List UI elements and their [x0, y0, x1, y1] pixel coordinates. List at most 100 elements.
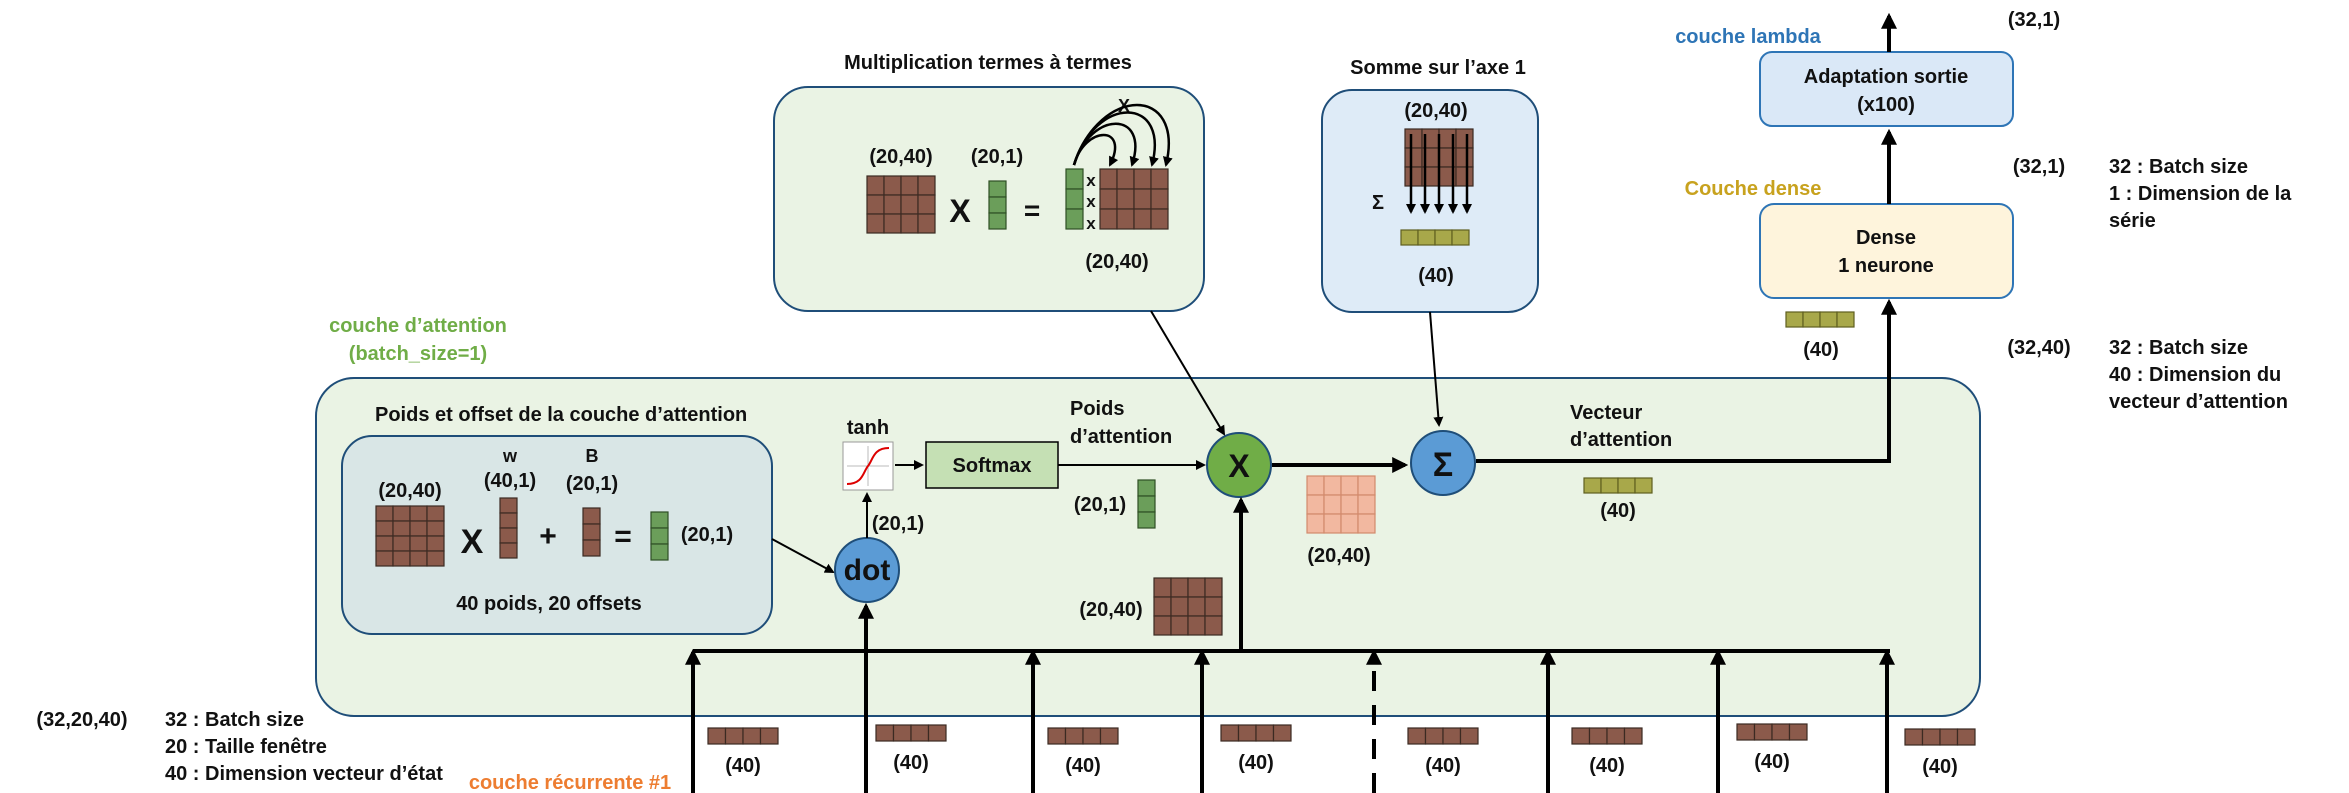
grid-cell — [900, 213, 919, 234]
weights-plus: + — [539, 520, 557, 553]
poids-shape: (20,1) — [1074, 494, 1126, 516]
grid-cell — [1187, 615, 1206, 636]
grid-cell — [1634, 477, 1653, 494]
grid-cell — [1306, 513, 1325, 534]
mult-broadcast-arrows — [1072, 103, 1173, 167]
grid-cell — [1047, 727, 1067, 745]
grid-cell — [1306, 475, 1325, 496]
grid-cell — [988, 180, 1007, 198]
sum-node-label: Σ — [1433, 446, 1453, 484]
mult-shape-b: (20,1) — [971, 146, 1023, 168]
grid-cell — [426, 550, 445, 567]
grid-cell — [1939, 728, 1959, 746]
grid-cell — [1137, 511, 1156, 529]
grid-cell — [724, 727, 744, 745]
grid-cell — [1459, 727, 1479, 745]
grid-cell — [1442, 727, 1462, 745]
grid-cell — [1407, 727, 1427, 745]
recurrent-note-2: 20 : Taille fenêtre — [165, 736, 327, 758]
grid-cell — [1133, 208, 1152, 230]
recurrent-layer-label: couche récurrente #1 — [469, 772, 671, 793]
grid-cell — [1583, 477, 1602, 494]
grid-cell — [1451, 229, 1470, 246]
b-label: B — [586, 446, 599, 466]
grid-cell — [866, 175, 885, 196]
recurrent-step — [875, 724, 947, 742]
sum-panel-title: Somme sur l’axe 1 — [1350, 57, 1526, 79]
grid-cell — [1836, 311, 1855, 328]
grid-cell — [1187, 596, 1206, 617]
recurrent-step — [1220, 724, 1292, 742]
grid-cell — [900, 194, 919, 215]
dense-note-3: série — [2109, 210, 2156, 232]
lambda-box-line1: Adaptation sortie — [1804, 66, 1968, 88]
lambda-box — [1759, 51, 2014, 127]
attention-layer-batch: (batch_size=1) — [349, 343, 487, 365]
w-label: w — [502, 446, 518, 466]
grid-cell — [1153, 577, 1172, 598]
dot-label: dot — [844, 554, 891, 587]
grid-cell — [883, 194, 902, 215]
b-vector — [582, 507, 601, 557]
grid-cell — [650, 511, 669, 529]
grid-cell — [1571, 727, 1591, 745]
grid-cell — [927, 724, 947, 742]
grid-cell — [883, 213, 902, 234]
w-shape: (40,1) — [484, 470, 536, 492]
mult-out-matrix — [1099, 168, 1169, 230]
weights-shape-a: (20,40) — [378, 480, 441, 502]
dense-in-shape: (32,40) — [2007, 337, 2070, 359]
grid-cell — [409, 505, 428, 522]
grid-cell — [759, 727, 779, 745]
dense-box-line1: Dense — [1856, 227, 1916, 249]
result-shape: (20,1) — [681, 524, 733, 546]
grid-cell — [1600, 477, 1619, 494]
grid-cell — [426, 505, 445, 522]
grid-cell — [988, 196, 1007, 214]
weights-panel — [341, 435, 773, 635]
grid-cell — [392, 550, 411, 567]
recurrent-step — [707, 727, 779, 745]
dense-box — [1759, 203, 2014, 299]
grid-cell — [1617, 477, 1636, 494]
grid-cell — [375, 535, 394, 552]
grid-cell — [1170, 577, 1189, 598]
sum-down-arrows — [1406, 134, 1472, 214]
grid-cell — [375, 520, 394, 537]
grid-cell — [1340, 475, 1359, 496]
grid-cell — [1099, 208, 1118, 230]
grid-cell — [499, 527, 518, 544]
grid-cell — [1921, 728, 1941, 746]
lambda-out-shape: (32,1) — [2008, 9, 2060, 31]
grid-cell — [742, 727, 762, 745]
mult-row-x-3: x — [1086, 214, 1096, 233]
grid-cell — [1150, 168, 1169, 190]
softmax-label: Softmax — [953, 455, 1032, 477]
mult-panel-title: Multiplication termes à termes — [844, 52, 1132, 74]
grid-cell — [892, 724, 912, 742]
grid-cell — [1153, 615, 1172, 636]
sum-shape-out: (40) — [1418, 265, 1454, 287]
weights-matrix-a — [375, 505, 445, 567]
grid-cell — [582, 523, 601, 541]
recurrent-uplinks — [685, 602, 1895, 793]
poids-label-2: d’attention — [1070, 426, 1172, 448]
grid-cell — [1116, 208, 1135, 230]
recurrent-step-shape: (40) — [725, 755, 761, 777]
grid-cell — [707, 727, 727, 745]
grid-cell — [650, 543, 669, 561]
grid-cell — [582, 539, 601, 557]
grid-cell — [1150, 208, 1169, 230]
grid-cell — [1340, 513, 1359, 534]
grid-cell — [1065, 188, 1084, 210]
weights-times: X — [461, 523, 484, 561]
grid-cell — [1400, 229, 1419, 246]
sum-shape-in: (20,40) — [1404, 100, 1467, 122]
recurrent-step — [1047, 727, 1119, 745]
mult-shape-out: (20,40) — [1085, 251, 1148, 273]
recurrent-step-shape: (40) — [893, 752, 929, 774]
mult-equals: = — [1024, 195, 1040, 226]
grid-cell — [1424, 727, 1444, 745]
grid-cell — [1588, 727, 1608, 745]
tanh-label: tanh — [847, 417, 889, 439]
